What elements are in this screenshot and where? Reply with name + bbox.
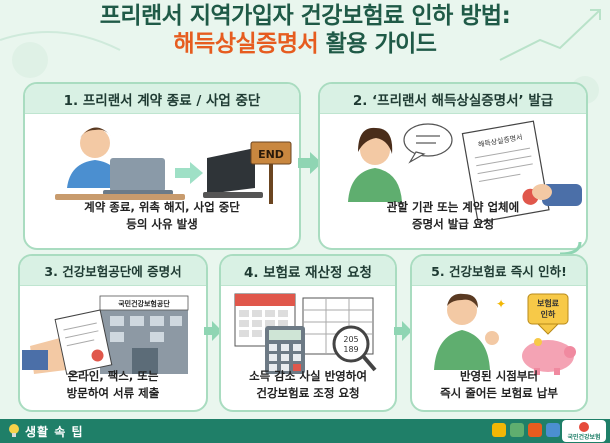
title-highlight: 해득상실증명서 [173,30,319,57]
svg-text:✦: ✦ [496,297,506,311]
title-line-2: 해득상실증명서 활용 가이드 [0,30,610,58]
submit-document-illustration: 국민건강보험공단 [22,295,189,375]
footer-icons [492,423,560,437]
certificate-request-illustration: 해득상실증명서 [348,120,582,223]
calc-value-2: 189 [343,345,358,354]
step-card-2: 2. ‘프리랜서 해득상실증명서’ 발급 해득상실증명서 관할 기관 또는 계약… [318,82,588,250]
step-4-heading: 4. 보험료 재산정 요청 [221,256,395,286]
nav-icon-3[interactable] [528,423,542,437]
step-3-desc-text: 온라인, 팩스, 또는 방문하여 서류 제출 [66,369,160,400]
badge-line-2: 인하 [541,309,556,319]
step-card-5: 5. 건강보험료 즉시 인하! ✦ 보험료 인하 반영된 시점부터 즉시 줄어든… [410,254,588,412]
building-sign: 국민건강보험공단 [118,299,170,308]
nav-icon-2[interactable] [510,423,524,437]
step-3-description: 온라인, 팩스, 또는 방문하여 서류 제출 [24,368,202,401]
arrow-right-icon [298,152,322,174]
step-1-heading: 1. 프리랜서 계약 종료 / 사업 중단 [25,84,299,114]
logo-icon: 국민건강보험 [562,420,606,442]
step-2-desc-text: 관할 기관 또는 계약 업체에 증명서 발급 요청 [386,200,520,231]
title-rest: 활용 가이드 [318,30,437,57]
logo-text: 국민건강보험 [567,434,601,441]
title-line-1: 프리랜서 지역가입자 건강보험료 인하 방법: [99,3,511,29]
step-4-desc-text: 소득 감소 사실 반영하여 건강보험료 조정 요청 [249,369,367,400]
step-1-description: 계약 종료, 위촉 해지, 사업 중단 등의 사유 발생 [29,199,295,232]
step-5-description: 반영된 시점부터 즉시 줄어든 보험료 납부 [416,368,582,401]
page-title: 프리랜서 지역가입자 건강보험료 인하 방법: 해득상실증명서 활용 가이드 [0,3,610,58]
calc-value-1: 205 [343,335,358,344]
laptop-worker-illustration: END [55,127,292,204]
step-3-heading: 3. 건강보험공단에 증명서 [20,256,206,286]
recalculate-illustration: 205 189 [234,293,377,374]
step-5-desc-text: 반영된 시점부터 즉시 줄어든 보험료 납부 [440,369,558,400]
step-card-3: 3. 건강보험공단에 증명서 국민건강보험공단 온라인, 팩스, 또는 방문하여… [18,254,208,412]
step-5-heading: 5. 건강보험료 즉시 인하! [412,256,586,286]
arrow-right-icon [204,321,222,341]
home-icon[interactable] [492,423,506,437]
step-1-desc-text: 계약 종료, 위촉 해지, 사업 중단 등의 사유 발생 [84,200,240,231]
footer-tip: 생활 속 팁 [8,423,84,440]
nav-icon-4[interactable] [546,423,560,437]
step-4-description: 소득 감소 사실 반영하여 건강보험료 조정 요청 [225,368,391,401]
step-card-4: 4. 보험료 재산정 요청 205 189 소 [219,254,397,412]
end-sign-text: END [258,148,284,161]
arrow-right-icon [175,162,203,184]
step-2-heading: 2. ‘프리랜서 해득상실증명서’ 발급 [320,84,586,114]
arrow-right-icon [394,321,412,341]
step-card-1: 1. 프리랜서 계약 종료 / 사업 중단 END 계약 종료, 위촉 해지, … [23,82,301,250]
badge-line-1: 보험료 [537,298,560,308]
footer-bar: 생활 속 팁 국민건강보험 [0,419,610,443]
arrow-curve-icon [559,241,582,256]
savings-illustration: ✦ 보험료 인하 [434,293,576,375]
step-2-description: 관할 기관 또는 계약 업체에 증명서 발급 요청 [324,199,582,232]
lightbulb-icon [9,424,19,437]
footer-tip-text: 생활 속 팁 [25,424,84,439]
